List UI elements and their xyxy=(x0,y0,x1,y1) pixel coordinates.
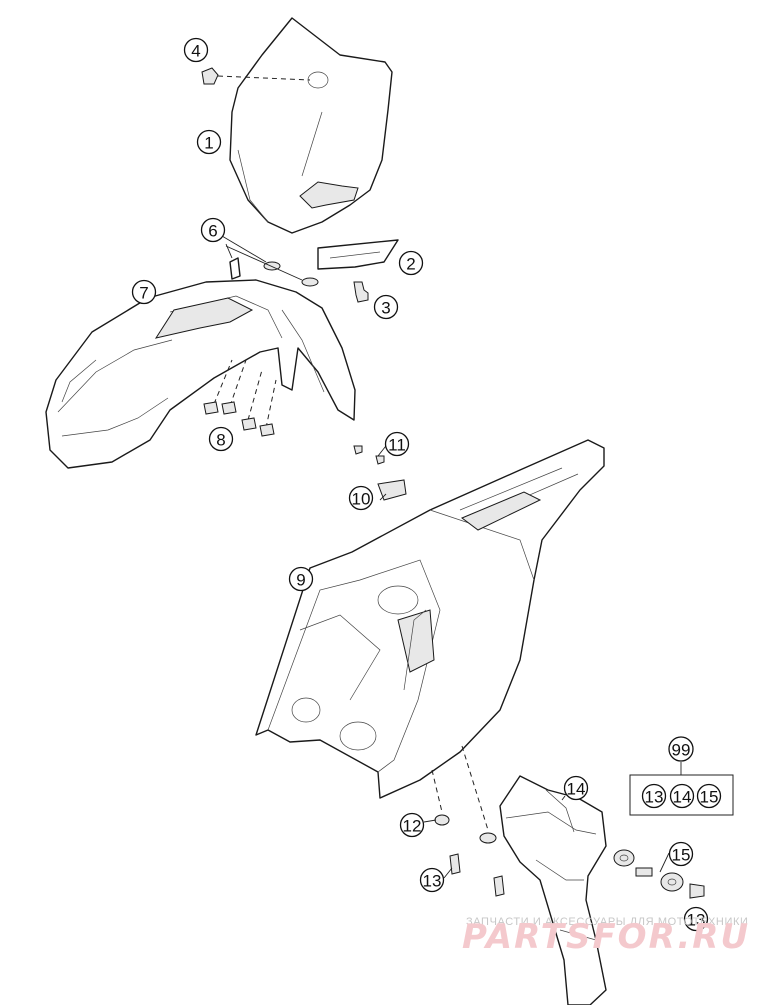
bolts-13 xyxy=(449,853,705,899)
sticker-2 xyxy=(317,239,399,270)
front-fender xyxy=(45,279,356,469)
callout-15-label: 15 xyxy=(672,846,691,865)
callout-1-label: 1 xyxy=(204,134,213,153)
callout-9: 9 xyxy=(288,566,314,592)
watermark-tagline: ЗАПЧАСТИ И АКСЕССУАРЫ ДЛЯ МОТОТЕХНИКИ xyxy=(466,916,748,928)
callout-7: 7 xyxy=(131,279,157,305)
callout-3-label: 3 xyxy=(381,299,390,318)
callout-10: 10 xyxy=(348,485,374,511)
kit-item-1: 13 xyxy=(641,783,667,809)
callout-2: 2 xyxy=(398,250,424,276)
callout-99-label: 99 xyxy=(672,741,691,760)
callout-10-label: 10 xyxy=(352,490,371,509)
callout-7-label: 7 xyxy=(139,284,148,303)
side-panel xyxy=(255,439,605,799)
watermark-brand: PARTSFOR.RU xyxy=(462,917,750,957)
screws-8 xyxy=(203,359,277,437)
callout-13-left: 13 xyxy=(419,867,445,893)
callout-6-label: 6 xyxy=(208,222,217,241)
washers-12 xyxy=(434,814,497,844)
callout-8-label: 8 xyxy=(216,431,225,450)
callout-11: 11 xyxy=(384,431,410,457)
screw-3 xyxy=(353,281,369,303)
watermark: ЗАПЧАСТИ И АКСЕССУАРЫ ДЛЯ МОТОТЕХНИКИ PA… xyxy=(462,916,750,957)
callout-13-left-label: 13 xyxy=(423,872,442,891)
kit-item-2: 14 xyxy=(669,783,695,809)
heat-shield xyxy=(499,775,607,1005)
callout-3: 3 xyxy=(373,294,399,320)
callout-13-right: 13 xyxy=(683,906,709,932)
kit-item-3: 15 xyxy=(696,783,722,809)
callout-11-label: 11 xyxy=(388,436,406,455)
callout-8: 8 xyxy=(208,426,234,452)
callout-1: 1 xyxy=(196,129,222,155)
callout-4-label: 4 xyxy=(191,42,200,61)
kit-item-3-label: 15 xyxy=(700,788,719,807)
grommets-15 xyxy=(613,849,684,892)
kit-item-1-label: 13 xyxy=(645,788,664,807)
callout-9-label: 9 xyxy=(296,571,305,590)
callout-13-right-label: 13 xyxy=(687,911,706,930)
callout-14: 14 xyxy=(563,775,589,801)
callout-4: 4 xyxy=(183,37,209,63)
callout-15: 15 xyxy=(668,841,694,867)
kit-item-2-label: 14 xyxy=(673,788,692,807)
callout-12-label: 12 xyxy=(403,817,422,836)
callout-2-label: 2 xyxy=(406,255,415,274)
number-plate xyxy=(229,17,393,234)
callout-12: 12 xyxy=(399,812,425,838)
bolt-4 xyxy=(201,67,311,85)
callout-6: 6 xyxy=(200,217,226,243)
callout-14-label: 14 xyxy=(567,780,586,799)
callout-99: 99 xyxy=(668,736,694,762)
